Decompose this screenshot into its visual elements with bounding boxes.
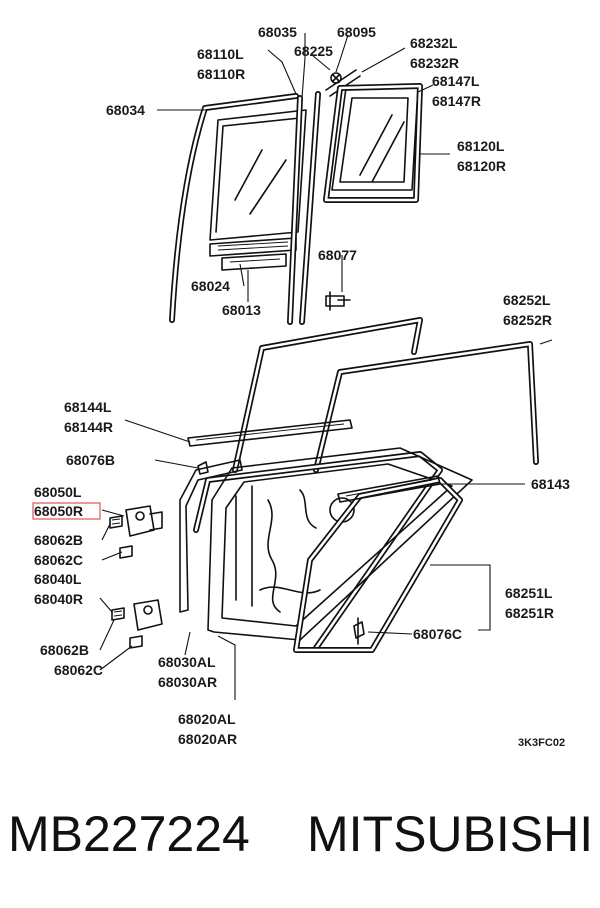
callout-labels: 68035 68095 68110L 68110R 68225 68232L 6…	[32, 24, 570, 749]
center-sash-68035	[287, 91, 321, 325]
door-panel-68020A	[207, 447, 473, 641]
highlight-box-68050R	[32, 502, 101, 520]
label-68062C-lower: 68062C	[54, 662, 103, 678]
hinge-bolt-68062B-upper	[109, 515, 123, 529]
label-68062C-upper: 68062C	[34, 552, 83, 568]
hinge-bolt-68062C-lower	[129, 635, 143, 649]
label-68251L: 68251L	[505, 585, 553, 601]
hinge-bolt-68062C-upper	[119, 545, 133, 559]
label-68077: 68077	[318, 247, 357, 263]
door-parts-diagram: 68035 68095 68110L 68110R 68225 68232L 6…	[32, 24, 570, 749]
label-68143: 68143	[531, 476, 570, 492]
window-run-channel-68034	[169, 93, 299, 323]
label-68120R: 68120R	[457, 158, 506, 174]
weatherstrip-68232	[325, 69, 361, 97]
label-68252R: 68252R	[503, 312, 552, 328]
label-68030AL: 68030AL	[158, 654, 216, 670]
bolt-68077	[325, 291, 351, 311]
label-68040R: 68040R	[34, 591, 83, 607]
leader-lines	[99, 33, 553, 700]
label-68110L: 68110L	[197, 46, 244, 62]
label-68030AR: 68030AR	[158, 674, 217, 690]
label-68020AL: 68020AL	[178, 711, 236, 727]
footer-caption: MB227224 MITSUBISHI	[0, 805, 600, 875]
label-68144R: 68144R	[64, 419, 113, 435]
label-68034: 68034	[106, 102, 145, 118]
lower-hinge-68040	[133, 599, 163, 631]
label-68020AR: 68020AR	[178, 731, 237, 747]
glass-channel-68013	[221, 253, 287, 271]
door-frame-68030A	[179, 451, 443, 651]
diagram-code: 3K3FC02	[518, 737, 565, 749]
label-68050R: 68050R	[34, 503, 83, 519]
label-68232L: 68232L	[410, 35, 458, 51]
label-68035: 68035	[258, 24, 297, 40]
label-68110R: 68110R	[197, 66, 245, 82]
label-68050L: 68050L	[34, 484, 82, 500]
quarter-glass-weatherstrip-68120	[323, 83, 423, 203]
outer-belt-molding-68144	[187, 419, 353, 447]
door-opening-weatherstrip-68252	[232, 317, 539, 473]
label-68252L: 68252L	[503, 292, 551, 308]
door-weatherstrip-68251	[293, 477, 463, 653]
label-68013: 68013	[222, 302, 261, 318]
label-68076B: 68076B	[66, 452, 115, 468]
label-68144L: 68144L	[64, 399, 112, 415]
label-68225: 68225	[294, 43, 333, 59]
clip-68076C	[353, 617, 365, 645]
label-68062B-lower: 68062B	[40, 642, 89, 658]
label-68095: 68095	[337, 24, 376, 40]
label-68076C: 68076C	[413, 626, 462, 642]
beltline-inner-68143	[337, 475, 441, 503]
label-68147R: 68147R	[432, 93, 481, 109]
part-number: MB227224	[8, 806, 250, 862]
label-68251R: 68251R	[505, 605, 554, 621]
label-68040L: 68040L	[34, 571, 82, 587]
label-68062B-upper: 68062B	[34, 532, 83, 548]
clip-68076B	[197, 461, 209, 475]
glass-holder-68024	[209, 237, 297, 257]
label-68120L: 68120L	[457, 138, 505, 154]
label-68024: 68024	[191, 278, 230, 294]
label-68232R: 68232R	[410, 55, 459, 71]
hinge-bolt-68062B-lower	[111, 607, 125, 621]
label-68147L: 68147L	[432, 73, 480, 89]
brand-name: MITSUBISHI	[307, 806, 594, 862]
upper-hinge-68050	[125, 505, 163, 537]
